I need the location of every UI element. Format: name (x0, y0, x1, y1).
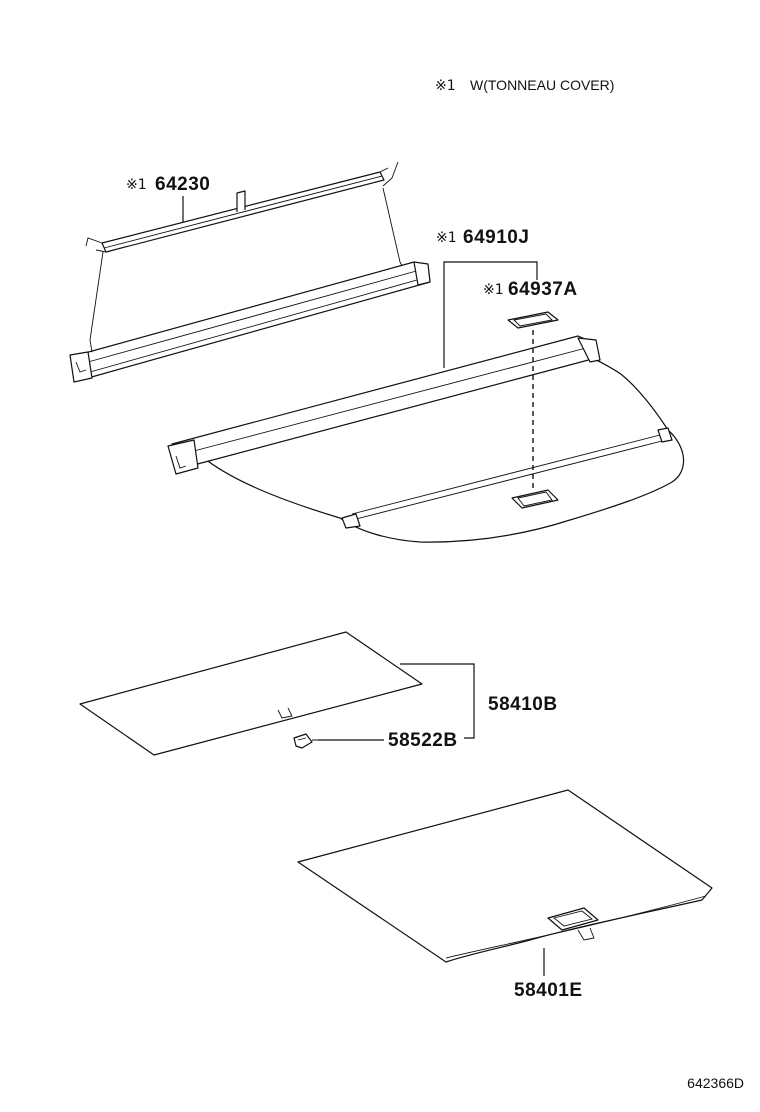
legend-text: W(TONNEAU COVER) (470, 77, 614, 93)
tonneau-cover-panel (167, 335, 685, 543)
tonneau-roller-assembly (69, 161, 431, 383)
part-64910J-number: 64910J (463, 227, 529, 248)
deck-board (79, 631, 423, 756)
part-64230-mark: ※1 (126, 177, 147, 193)
leader-64910J (443, 261, 538, 368)
part-64910J-mark: ※1 (436, 230, 457, 246)
floor-mat (297, 789, 713, 963)
part-64937A-number: 64937A (508, 279, 578, 300)
part-58401E-number: 58401E (514, 980, 583, 1001)
part-64230-number: 64230 (155, 174, 210, 195)
legend-note: ※1 W(TONNEAU COVER) (435, 77, 614, 94)
deck-clip (293, 733, 318, 749)
handle-bezel (507, 311, 559, 329)
leader-58410B (400, 663, 475, 739)
legend-mark: ※1 (435, 78, 456, 94)
diagram-code: 642366D (687, 1075, 744, 1091)
part-58522B-number: 58522B (388, 730, 458, 751)
part-64937A-mark: ※1 (483, 282, 504, 298)
part-58410B-number: 58410B (488, 694, 558, 715)
